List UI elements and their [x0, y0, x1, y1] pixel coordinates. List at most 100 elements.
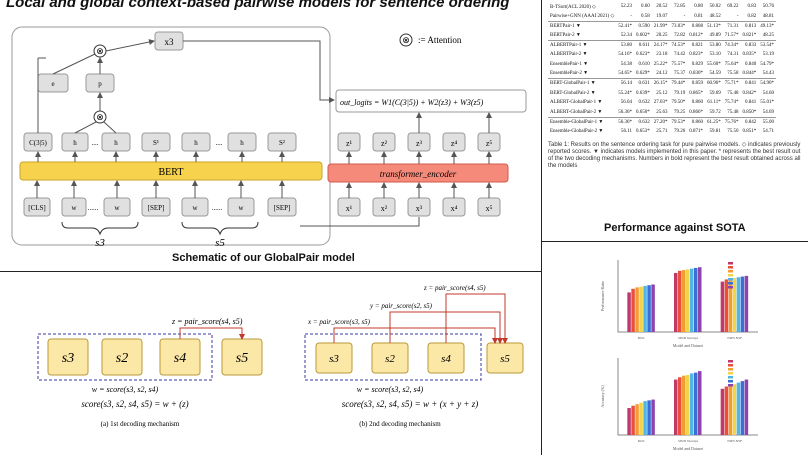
b-sent-4: s5	[500, 353, 510, 365]
sota-cell: 50.02	[709, 4, 721, 10]
schematic-caption: Schematic of our GlobalPair model	[172, 252, 355, 264]
sota-cell: 59.72	[709, 109, 721, 115]
sota-cell: 79.50*	[671, 100, 686, 106]
sota-cell: 61.11*	[707, 100, 721, 106]
sota-cell: 75.58	[727, 71, 739, 77]
b-pair-arrow-x	[333, 327, 498, 344]
sota-cell: 0.841	[745, 100, 757, 106]
sota-cell: 0.82	[747, 13, 757, 19]
sota-cell: -	[736, 13, 739, 19]
sota-cell: 54.69	[762, 109, 775, 115]
chart-bar	[694, 267, 698, 332]
sota-cell: 0.623*	[636, 52, 650, 58]
sota-cell: 0.833	[745, 42, 757, 48]
sota-cell: 0.650*	[636, 109, 650, 115]
sota-cell: 75.48	[727, 109, 739, 115]
chart-bar	[651, 284, 655, 332]
sota-cell: 0.610	[638, 61, 650, 67]
sota-cell: 0.829	[691, 61, 704, 67]
out-logits-box	[335, 89, 527, 113]
chart-legend-swatch	[728, 368, 733, 371]
sota-cell: 27.20*	[653, 119, 668, 125]
sota-cell: 54.65*	[618, 71, 633, 77]
sota-cell: 52.41*	[618, 23, 633, 29]
sota-cell: 56.36*	[618, 109, 633, 115]
b-pair-arrow-z	[445, 293, 508, 344]
sota-cell: 75.50	[727, 129, 739, 135]
sota-cell: 52.34	[620, 32, 633, 38]
sota-cell: 79.19	[674, 90, 686, 96]
sota-cell: 48.52	[709, 13, 721, 19]
sota-cell: 72.85	[674, 4, 686, 10]
svg-text:S²: S²	[279, 139, 285, 147]
sota-cell: 0.821*	[742, 32, 757, 38]
chart-bar	[639, 286, 643, 332]
b-sent-3: s4	[441, 353, 451, 365]
chart-bar	[690, 373, 694, 435]
sota-cell: 0.813	[745, 23, 757, 29]
sota-cell: 20.52	[656, 4, 668, 10]
sota-cell: 25.22*	[653, 61, 668, 67]
chart-bar	[724, 386, 729, 435]
chart-bar	[728, 384, 733, 435]
chart-legend-swatch	[728, 360, 733, 363]
chart-xlabel: Model and Dataset	[673, 446, 704, 451]
sota-cell: 19.07	[656, 13, 668, 19]
chart-ylabel: Performance Ratio	[600, 281, 605, 311]
chart-bar	[631, 288, 635, 332]
out-logits-formula: out_logits = W1(C(3|5)) + W2(z3) + W3(z5…	[340, 98, 484, 107]
chart-legend-swatch	[728, 384, 733, 387]
a-z-formula: z = pair_score(s4, s5)	[171, 317, 243, 326]
sota-cell: 54.79*	[760, 61, 775, 67]
sota-cell: 72.82	[674, 32, 686, 38]
divider-right	[541, 241, 808, 242]
a-sent-3: s4	[174, 351, 186, 366]
sota-cell: 55.01*	[760, 100, 775, 106]
sota-cell: 56.04	[620, 100, 633, 106]
sota-cell: 54.16*	[618, 52, 633, 58]
sota-cell: 75.64*	[724, 61, 739, 67]
sota-cell: 48.25	[762, 32, 775, 38]
sota-cell: 69.22	[727, 4, 739, 10]
sota-cell: -	[683, 13, 686, 19]
svg-text:....: ....	[92, 139, 99, 147]
svg-text:x²: x²	[381, 204, 388, 213]
chart-category-label: NIPS NSF	[727, 336, 742, 340]
decoding-diagram: s3 s2 s4 s5 z = pair_score(s4, s5) w = s…	[37, 284, 524, 428]
chart-bar	[740, 381, 745, 435]
sota-model-name: ALBERT-GlobalPair-2 ▼	[550, 109, 603, 115]
sota-cell: 0.835*	[742, 52, 757, 58]
chart-bar	[686, 374, 690, 435]
sota-cell: 56.36*	[618, 119, 633, 125]
sota-cell: 0.841	[745, 81, 757, 87]
attention-legend-icon	[399, 33, 413, 47]
svg-text:h: h	[114, 139, 118, 147]
chart-bar	[682, 375, 686, 435]
chart-legend-swatch	[728, 274, 733, 277]
sota-cell: 0.808	[691, 23, 704, 29]
chart-legend-swatch	[728, 262, 733, 265]
sota-cell: 0.602*	[636, 32, 650, 38]
sota-cell: 56.11	[620, 129, 633, 135]
sota-cell: 61.25*	[707, 119, 721, 125]
sota-cell: 0.60	[641, 4, 650, 10]
sota-cell: 27.03*	[653, 100, 668, 106]
sota-cell: 54.71	[762, 129, 775, 135]
a-context-box	[37, 333, 213, 381]
chart-bar	[732, 278, 737, 332]
svg-text:z⁴: z⁴	[451, 139, 458, 148]
x3-top-label: x3	[165, 37, 175, 47]
chart-bar	[744, 379, 749, 435]
svg-text:x⁴: x⁴	[451, 204, 458, 213]
sota-cell: 0.865*	[689, 90, 704, 96]
sota-model-name: Pairwise+GNN (AAAI 2021) ◇	[550, 14, 615, 20]
chart-bar	[728, 278, 733, 332]
page-title: Local and global context-based pairwise …	[6, 0, 510, 11]
svg-text:......: ......	[212, 204, 223, 212]
sota-cell: 74.42	[674, 52, 686, 58]
sota-cell: 0.844*	[742, 71, 757, 77]
sota-cell: 54.38	[620, 61, 633, 67]
